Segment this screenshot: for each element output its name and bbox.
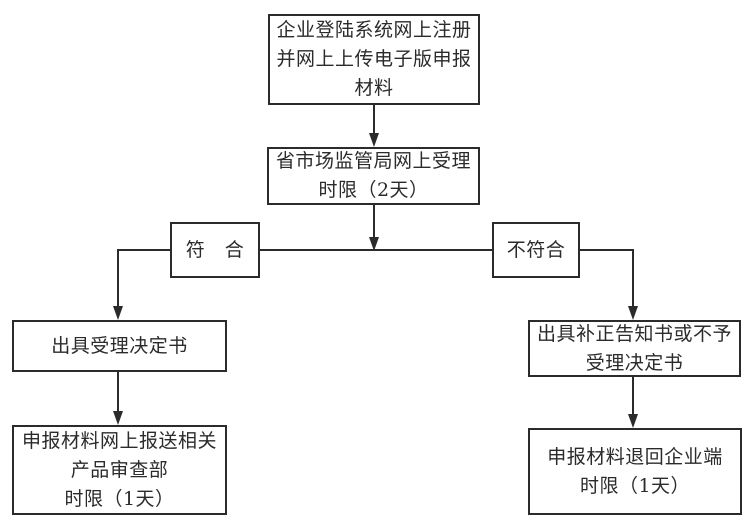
node-online-acceptance: 省市场监管局网上受理 时限（2天） [267, 147, 480, 205]
arrow-down-icon [369, 133, 379, 147]
connector-nonconform-to-correction [632, 249, 634, 308]
connector-branch-right [580, 249, 633, 251]
arrow-down-icon [628, 306, 638, 320]
node-issue-correction-notice: 出具补正告知书或不予 受理决定书 [528, 320, 741, 377]
node-issue-acceptance-decision: 出具受理决定书 [12, 320, 227, 372]
connector-conform-to-decision [117, 249, 119, 308]
arrow-down-icon [113, 306, 123, 320]
connector-register-to-acceptance [373, 105, 375, 137]
node-label-nonconform: 不符合 [492, 222, 580, 278]
connector-decision-to-review [117, 372, 119, 413]
node-submit-to-review-dept: 申报材料网上报送相关 产品审查部 时限（1天） [12, 425, 227, 515]
connector-acceptance-to-branch [373, 205, 375, 241]
node-return-to-enterprise: 申报材料退回企业端 时限（1天） [528, 428, 742, 515]
arrow-down-icon [628, 414, 638, 428]
connector-branch-left [118, 249, 170, 251]
arrow-down-icon [369, 237, 379, 251]
node-label-conform: 符 合 [170, 222, 260, 278]
connector-correction-to-return [632, 377, 634, 416]
node-enterprise-register: 企业登陆系统网上注册 并网上上传电子版申报 材料 [268, 14, 480, 105]
arrow-down-icon [113, 411, 123, 425]
